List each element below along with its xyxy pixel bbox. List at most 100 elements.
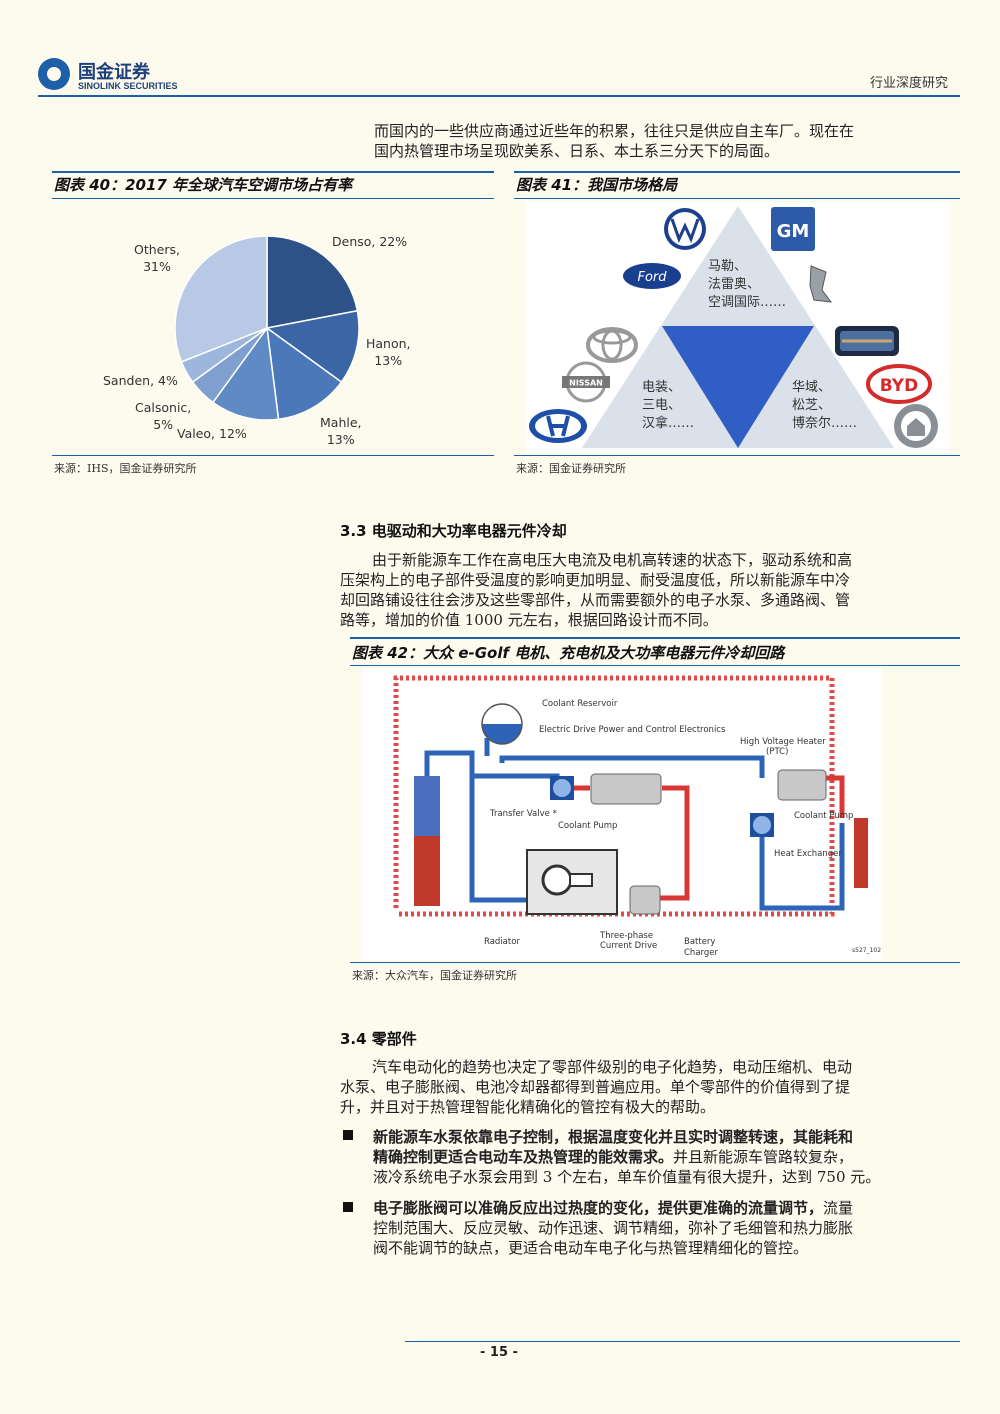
pie-label-mahle-pct: 13% <box>326 432 355 447</box>
fig42-source: 来源：大众汽车，国金证券研究所 <box>352 969 517 982</box>
fig41-top-line <box>514 171 960 173</box>
fig41-source: 来源：国金证券研究所 <box>516 462 626 475</box>
bullet2-line-1-bold: 电子膨胀阀可以准确反应出过热度的变化，提供更准确的流量调节， <box>373 1199 824 1217</box>
battery-charger <box>629 885 661 915</box>
header-divider <box>38 95 960 97</box>
greatwall-logo-icon <box>894 404 938 448</box>
pie-label-valeo: Valeo, 12% <box>177 426 247 441</box>
fig41-bottom-line <box>514 455 960 456</box>
fig40-title-line <box>52 198 494 199</box>
bullet2-line-2: 控制范围大、反应灵敏、动作迅速、调节精细，弥补了毛细管和热力膨胀 <box>373 1219 854 1237</box>
pie-label-calsonic-pct: 5% <box>153 417 174 432</box>
fig41-title: 图表 41：我国市场格局 <box>516 176 678 194</box>
intro-line-1: 而国内的一些供应商通过近些年的积累，往往只是供应自主车厂。现在在 <box>374 122 855 140</box>
toyota-logo-icon <box>586 327 638 363</box>
label-three-phase: Three-phase <box>599 931 653 941</box>
intro-paragraph: 而国内的一些供应商通过近些年的积累，往往只是供应自主车厂。现在在 国内热管理市场… <box>374 121 954 161</box>
blue-return-line <box>424 750 527 903</box>
hyundai-logo-icon <box>529 409 587 443</box>
ford-logo-text: Ford <box>637 270 667 285</box>
peugeot-logo-icon <box>809 265 833 303</box>
pie-label-denso: Denso, 22% <box>332 234 408 249</box>
market-structure-diagram: GM Ford NISSAN BYD <box>526 202 950 452</box>
pie-slice-mahle <box>266 326 343 421</box>
inner-inverted-triangle <box>662 326 814 448</box>
sec34-line-1: 汽车电动化的趋势也决定了零部件级别的电子化趋势，电动压缩机、电动 <box>372 1058 853 1076</box>
edrive-electronics <box>590 773 662 805</box>
fig40-top-line <box>52 171 494 173</box>
pie-label-hanon-pct: 13% <box>374 353 403 368</box>
gm-logo-text: GM <box>777 221 810 242</box>
pie-slice-hanon <box>265 309 360 384</box>
label-transfer-valve: Transfer Valve * <box>489 809 557 819</box>
top-group-line-3: 空调国际…… <box>708 295 786 310</box>
section-3-3-paragraph: 由于新能源车工作在高电压大电流及电机高转速的状态下，驱动系统和高 压架构上的电子… <box>340 550 955 630</box>
bullet-1: 新能源车水泵依靠电子控制，根据温度变化并且实时调整转速，其能耗和 精确控制更适合… <box>373 1127 963 1187</box>
section-3-3-heading: 3.3 电驱动和大功率电器元件冷却 <box>340 522 567 540</box>
outer-loop <box>393 675 835 917</box>
label-coolant-pump-2: Coolant Pump <box>794 811 853 821</box>
bullet1-line-3: 液冷系统电子水泵会用到 3 个左右，单车价值量有很大提升，达到 750 元。 <box>373 1168 881 1186</box>
section-3-4-heading: 3.4 零部件 <box>340 1030 417 1048</box>
pie-label-others-name: Others, <box>134 242 180 257</box>
label-hv-heater: High Voltage Heater <box>740 737 826 747</box>
pie-chart <box>174 235 360 421</box>
left-group-line-1: 电装、 <box>642 380 681 395</box>
label-coolant-pump-1: Coolant Pump <box>558 821 617 831</box>
fig42-top-line <box>350 637 960 639</box>
ford-logo-icon: Ford <box>623 263 681 289</box>
bullet-square-1 <box>343 1130 353 1140</box>
cooling-circuit-diagram: Coolant Reservoir Electric Drive Power a… <box>362 668 882 960</box>
vw-logo-icon <box>664 208 706 250</box>
nissan-logo-icon: NISSAN <box>562 361 610 403</box>
footer-divider <box>405 1341 960 1342</box>
hv-heater <box>777 769 827 801</box>
logo-cn-text: 国金证券 <box>78 62 150 83</box>
right-group-line-2: 松芝、 <box>792 397 831 413</box>
pie-label-hanon: Hanon, 13% <box>366 335 411 369</box>
pie-slices <box>174 235 360 421</box>
bullet1-line-1: 新能源车水泵依靠电子控制，根据温度变化并且实时调整转速，其能耗和 <box>373 1128 854 1146</box>
top-group-line-2: 法雷奥、 <box>708 277 760 292</box>
pie-label-sanden: Sanden, 4% <box>103 373 178 388</box>
intro-line-2: 国内热管理市场呈现欧美系、日系、本土系三分天下的局面。 <box>374 142 780 160</box>
sec33-line-1: 由于新能源车工作在高电压大电流及电机高转速的状态下，驱动系统和高 <box>372 551 853 569</box>
footer-blank-area <box>0 1318 405 1414</box>
heat-exchanger <box>854 818 868 888</box>
fig41-title-line <box>514 198 960 199</box>
section-3-4-paragraph: 汽车电动化的趋势也决定了零部件级别的电子化趋势，电动压缩机、电动 水泵、电子膨胀… <box>340 1057 955 1117</box>
label-radiator: Radiator <box>484 937 520 947</box>
label-charger: Charger <box>684 948 719 958</box>
byd-logo-text: BYD <box>880 376 918 396</box>
pie-slice-denso <box>266 235 359 329</box>
fig42-title: 图表 42：大众 e-Golf 电机、充电机及大功率电器元件冷却回路 <box>352 644 785 662</box>
label-coolant-reservoir: Coolant Reservoir <box>542 699 618 709</box>
label-code: s527_102 <box>852 947 881 954</box>
fig40-source: 来源：IHS，国金证券研究所 <box>54 462 197 475</box>
top-group-line-1: 马勒、 <box>708 259 747 274</box>
pie-label-others: Others, 31% <box>134 241 180 275</box>
gm-logo-icon: GM <box>771 207 815 251</box>
label-current-drive: Current Drive <box>600 941 657 951</box>
report-type: 行业深度研究 <box>869 76 948 91</box>
company-logo: 国金证券 SINOLINK SECURITIES <box>38 58 188 98</box>
left-group-line-3: 汉拿…… <box>642 415 694 431</box>
label-ptc: (PTC) <box>766 747 788 757</box>
pie-label-mahle-name: Mahle, <box>320 415 362 430</box>
fig42-title-line <box>350 665 960 666</box>
pie-label-hanon-name: Hanon, <box>366 336 411 351</box>
bullet-2: 电子膨胀阀可以准确反应出过热度的变化，提供更准确的流量调节，流量 控制范围大、反… <box>373 1198 953 1258</box>
bullet2-line-1-normal: 流量 <box>823 1199 854 1217</box>
geely-logo-icon <box>835 326 899 356</box>
fig42-bottom-line <box>350 962 960 963</box>
bullet1-line-2-bold: 精确控制更适合电动车及热管理的能效需求。 <box>373 1148 674 1166</box>
label-battery: Battery <box>684 937 715 947</box>
fig40-title: 图表 40：2017 年全球汽车空调市场占有率 <box>54 176 353 194</box>
bullet1-line-2: 精确控制更适合电动车及热管理的能效需求。并且新能源车管路较复杂， <box>373 1147 963 1167</box>
sec33-line-2: 压架构上的电子部件受温度的影响更加明显、耐受温度低，所以新能源车中冷 <box>340 571 851 589</box>
label-edrive: Electric Drive Power and Control Electro… <box>539 725 726 735</box>
label-heat-exchanger: Heat Exchanger <box>774 849 842 859</box>
left-group-line-2: 三电、 <box>642 398 681 413</box>
bullet-square-2 <box>343 1202 353 1212</box>
pie-label-mahle: Mahle, 13% <box>320 414 362 448</box>
